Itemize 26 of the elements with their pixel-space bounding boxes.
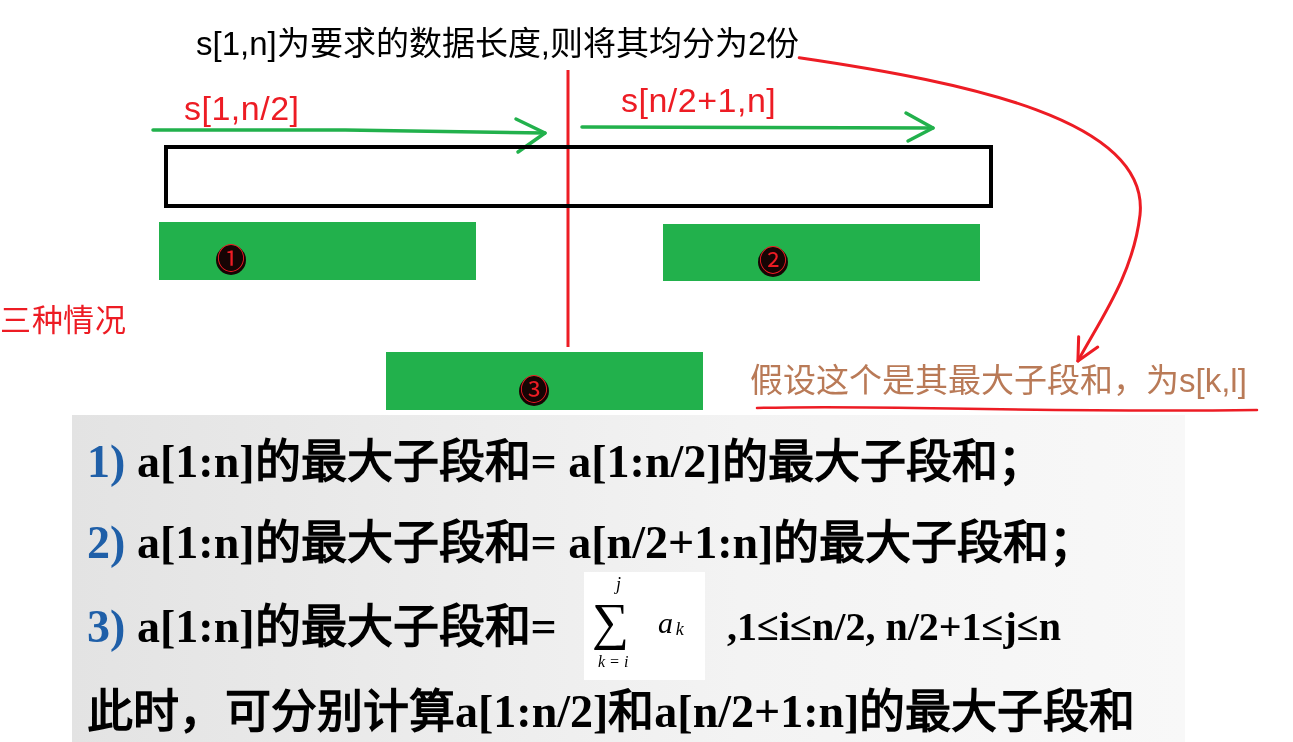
sum-lower-limit: k = i	[598, 654, 629, 670]
curved-arrow	[797, 56, 1142, 363]
slide-panel	[72, 415, 1185, 742]
sum-sign: ∑	[592, 596, 630, 648]
conclusion-text: 此时，可分别计算a[1:n/2]和a[n/2+1:n]的最大子段和	[87, 687, 1136, 737]
array-bar	[164, 145, 993, 208]
list-number: 1)	[87, 437, 126, 487]
case-number: ②	[758, 247, 788, 277]
case-text: a[1:n]的最大子段和=	[137, 602, 557, 652]
case-bar	[386, 352, 703, 410]
case-note: 三种情况	[0, 302, 126, 340]
case-text: a[1:n]的最大子段和= a[1:n/2]的最大子段和；	[137, 437, 1044, 487]
note-text: s[1,n]为要求的数据长度,则将其均分为2份	[196, 24, 800, 64]
case-bar	[663, 224, 980, 281]
sum-upper-limit: j	[616, 575, 621, 593]
sum-term: a$_{k}$	[658, 608, 684, 641]
case-bar	[159, 222, 476, 280]
case-text: a[1:n]的最大子段和= a[n/2+1:n]的最大子段和；	[137, 518, 1096, 568]
annotation-text: 假设这个是其最大子段和，为s[k,l]	[750, 361, 1247, 401]
case-number: ③	[519, 376, 549, 406]
list-number: 2)	[87, 518, 126, 568]
range-condition: ,1≤i≤n/2, n/2+1≤j≤n	[727, 605, 1061, 649]
range-label: s[1,n/2]	[184, 88, 300, 129]
range-label: s[n/2+1,n]	[621, 80, 777, 121]
case-number: ①	[216, 245, 246, 275]
list-number: 3)	[87, 602, 126, 652]
